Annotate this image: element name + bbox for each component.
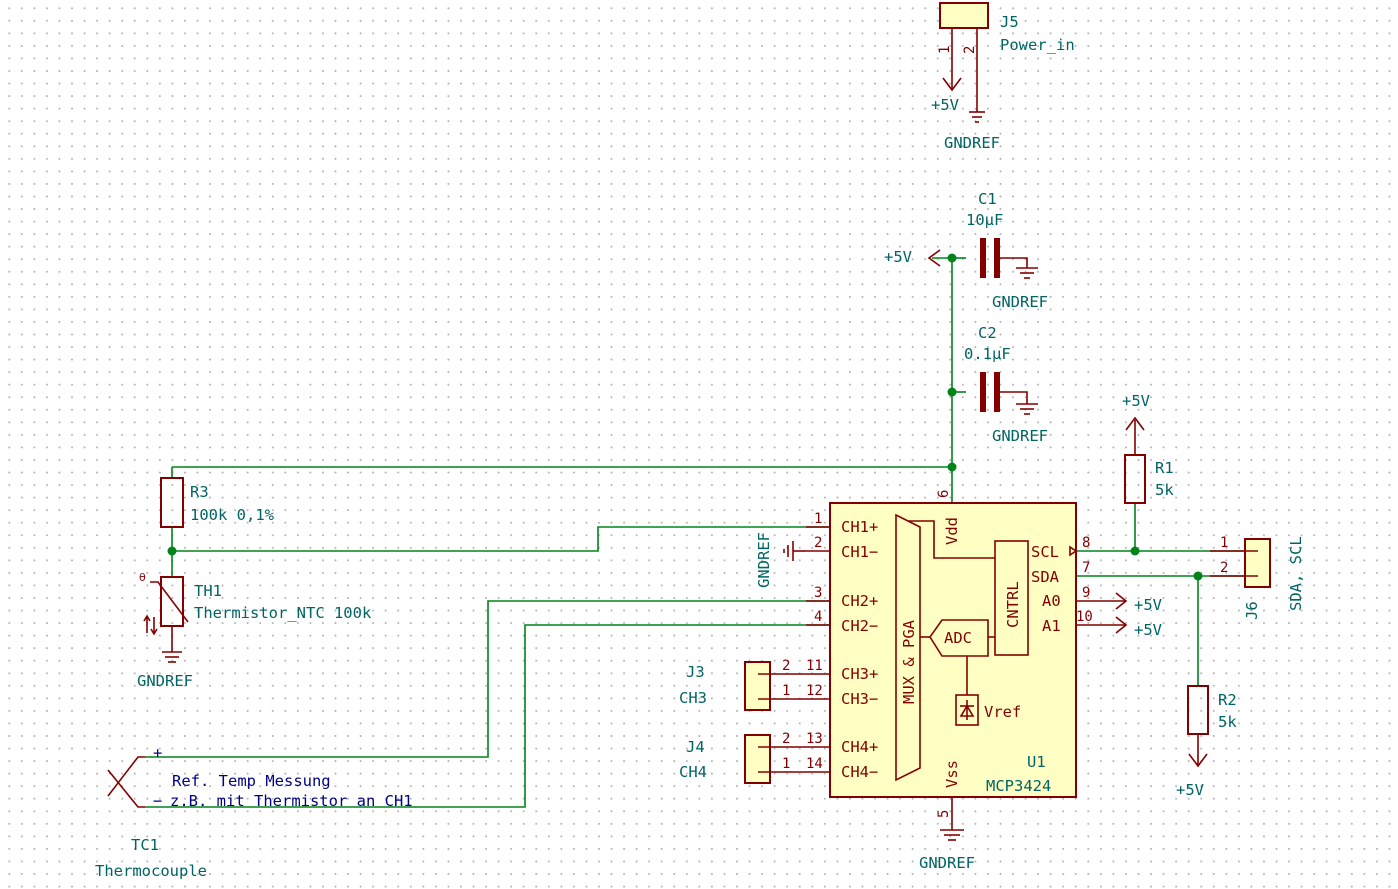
j4-pin-top: 2: [782, 731, 790, 747]
j6-value: SDA, SCL: [1287, 536, 1305, 611]
j5-vcc-label: +5V: [931, 96, 959, 114]
r3-reference: R3: [190, 483, 209, 501]
u1-vss-gnd-label: GNDREF: [919, 854, 975, 872]
c2-reference: C2: [978, 324, 997, 342]
j5-reference: J5: [1000, 13, 1019, 31]
r2-value: 5k: [1218, 713, 1237, 731]
u1-a0-vcc-label: +5V: [1134, 596, 1162, 614]
u1-scl: SCL: [1031, 543, 1059, 561]
note-line-2: z.B. mit Thermistor an CH1: [170, 792, 413, 810]
u1-ch4p: CH4+: [841, 738, 878, 756]
j4-reference: J4: [686, 738, 705, 756]
capacitor-c1[interactable]: C1 10µF GNDREF: [966, 190, 1048, 311]
u1-value: MCP3424: [986, 777, 1051, 795]
u1-adc-label: ADC: [944, 629, 972, 647]
j5-pin1-number: 1: [937, 46, 953, 54]
thermistor-temp-icon: θ: [139, 571, 146, 584]
u1-pin14-num: 14: [806, 756, 823, 772]
u1-pin6-num: 6: [936, 490, 952, 498]
u1-pin10-num: 10: [1076, 609, 1093, 625]
u1-reference: U1: [1027, 753, 1046, 771]
u1-pin11-num: 11: [806, 658, 823, 674]
thermocouple-tc1[interactable]: + − Ref. Temp Messung z.B. mit Thermisto…: [95, 744, 413, 880]
tc1-minus-sign: −: [153, 792, 162, 810]
connector-j6[interactable]: 1 2 J6 SDA, SCL: [1210, 535, 1305, 620]
thermistor-th1[interactable]: θ TH1 Thermistor_NTC 100k GNDREF: [137, 571, 372, 690]
r2-vcc-label: +5V: [1176, 781, 1204, 799]
tc1-value: Thermocouple: [95, 862, 207, 880]
connector-j5[interactable]: 1 2 J5 Power_in +5V GNDREF: [931, 2, 1075, 152]
u1-ch3p: CH3+: [841, 665, 878, 683]
resistor-r2[interactable]: R2 5k +5V: [1176, 685, 1237, 799]
u1-ch1n: CH1−: [841, 543, 878, 561]
u1-pin13-num: 13: [806, 731, 823, 747]
th1-value: Thermistor_NTC 100k: [194, 604, 372, 622]
c1-reference: C1: [978, 190, 997, 208]
c2-value: 0.1µF: [964, 345, 1011, 363]
u1-a1: A1: [1042, 617, 1061, 635]
c1-value: 10µF: [966, 211, 1003, 229]
r1-reference: R1: [1155, 459, 1174, 477]
u1-a0: A0: [1042, 592, 1061, 610]
u1-pin9-num: 9: [1082, 585, 1090, 601]
u1-ch1p: CH1+: [841, 518, 878, 536]
j3-value: CH3: [679, 689, 707, 707]
capacitor-c2[interactable]: C2 0.1µF GNDREF: [964, 324, 1048, 445]
u1-ch2p: CH2+: [841, 592, 878, 610]
j4-pin-bot: 1: [782, 756, 790, 772]
junctions: [167, 253, 1203, 581]
connector-j4[interactable]: 2 1 J4 CH4: [679, 731, 830, 784]
j3-reference: J3: [686, 663, 705, 681]
r1-vcc-label: +5V: [1122, 392, 1150, 410]
c2-gnd-label: GNDREF: [992, 427, 1048, 445]
c1-vcc-label: +5V: [884, 248, 912, 266]
u1-ch3n: CH3−: [841, 690, 878, 708]
u1-vdd: Vdd: [943, 517, 961, 545]
r1-value: 5k: [1155, 481, 1174, 499]
th1-gnd-label: GNDREF: [137, 672, 193, 690]
u1-vref-label: Vref: [984, 703, 1021, 721]
u1-pin8-num: 8: [1082, 535, 1090, 551]
u1-vss: Vss: [943, 760, 961, 788]
u1-pin7-num: 7: [1082, 560, 1090, 576]
connector-j3[interactable]: 2 1 J3 CH3: [679, 658, 830, 711]
j3-pin-bot: 1: [782, 683, 790, 699]
u1-ch2n: CH2−: [841, 617, 878, 635]
j5-value: Power_in: [1000, 36, 1075, 54]
u1-mux-label: MUX & PGA: [900, 619, 918, 704]
j6-pin2-number: 2: [1220, 560, 1228, 576]
u1-a1-vcc-label: +5V: [1134, 621, 1162, 639]
u1-pin2-num: 2: [814, 535, 822, 551]
u1-pin12-num: 12: [806, 683, 823, 699]
u1-pin4-num: 4: [814, 609, 822, 625]
u1-ch1n-gnd-label: GNDREF: [755, 532, 773, 588]
wires: [145, 257, 1244, 808]
resistor-r3[interactable]: R3 100k 0,1%: [160, 477, 275, 528]
c1-gnd-label: GNDREF: [992, 293, 1048, 311]
tc1-reference: TC1: [131, 836, 159, 854]
j5-pin2-number: 2: [962, 46, 978, 54]
resistor-r1[interactable]: +5V R1 5k: [1122, 392, 1174, 504]
u1-pin1-num: 1: [814, 511, 822, 527]
r3-value: 100k 0,1%: [190, 506, 275, 524]
u1-sda: SDA: [1031, 568, 1060, 586]
j3-pin-top: 2: [782, 658, 790, 674]
j6-reference: J6: [1243, 601, 1261, 620]
r2-reference: R2: [1218, 691, 1237, 709]
u1-pin5-num: 5: [936, 810, 952, 818]
note-line-1: Ref. Temp Messung: [172, 772, 331, 790]
j5-gnd-label: GNDREF: [944, 134, 1000, 152]
tc1-plus-sign: +: [153, 744, 162, 762]
th1-reference: TH1: [194, 582, 222, 600]
j6-pin1-number: 1: [1220, 535, 1228, 551]
u1-cntrl-label: CNTRL: [1004, 581, 1022, 628]
u1-ch4n: CH4−: [841, 763, 878, 781]
ic-u1[interactable]: GNDREF +5V +5V GNDREF 1 2 3 4 11 12 13 1…: [755, 490, 1162, 872]
power-flag-c1: +5V: [884, 248, 941, 267]
u1-pin3-num: 3: [814, 585, 822, 601]
j4-value: CH4: [679, 763, 707, 781]
